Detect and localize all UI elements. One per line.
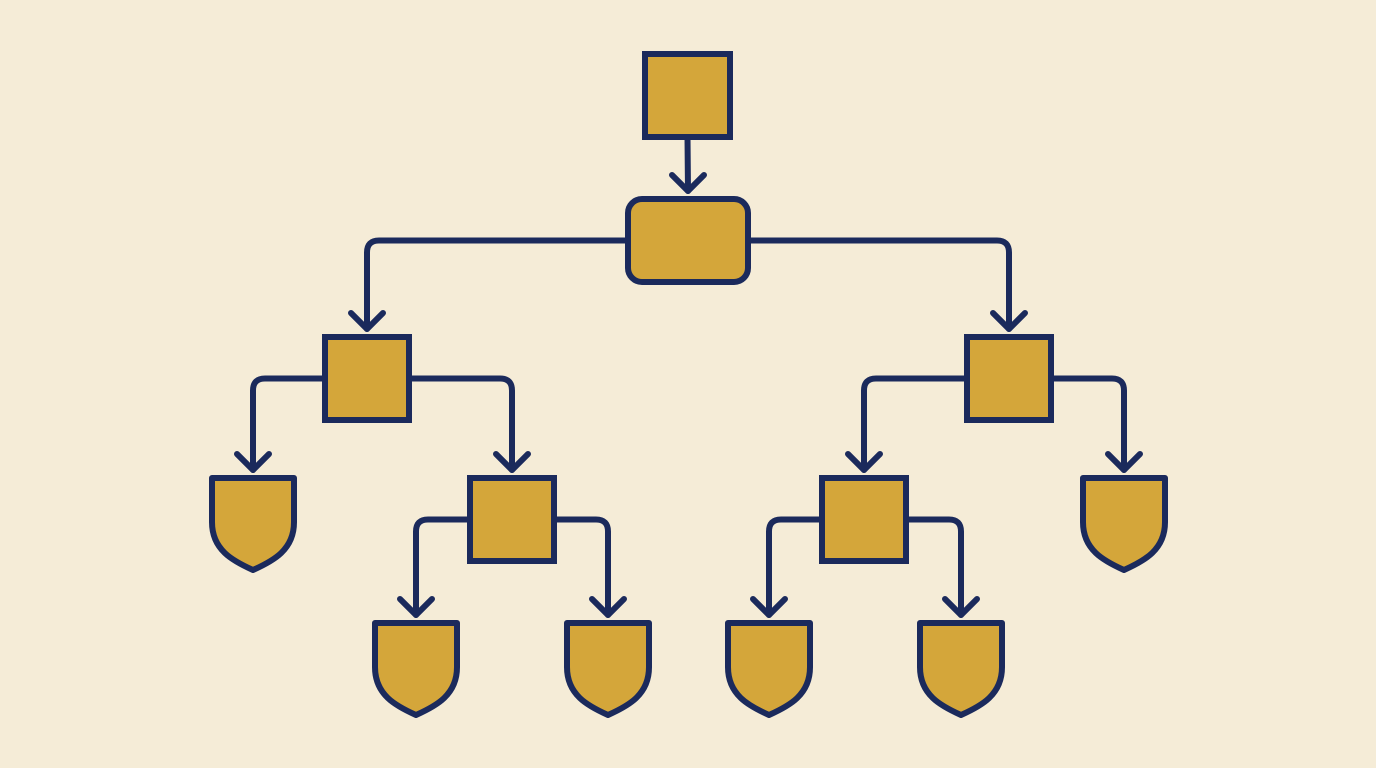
- square-node-right-branch: [964, 334, 1054, 423]
- shield-node-right-leaf-1: [1080, 475, 1168, 573]
- connector-line: [684, 134, 691, 194]
- arrowhead: [990, 310, 1028, 332]
- rounded-node-hub: [625, 196, 751, 285]
- shield-node-left-leaf-3: [564, 620, 652, 718]
- connector-line: [861, 375, 970, 473]
- connector-line: [413, 516, 473, 618]
- connector-layer: [234, 134, 1143, 618]
- arrowhead: [942, 596, 980, 618]
- arrowhead: [234, 451, 272, 473]
- square-node-root: [642, 51, 733, 140]
- node-layer: [209, 51, 1168, 718]
- square-node-left-branch: [322, 334, 412, 423]
- connector-line: [903, 516, 964, 618]
- square-node-right-sub-branch: [819, 475, 909, 564]
- arrowhead: [845, 451, 883, 473]
- connector-line: [1048, 375, 1127, 473]
- arrowhead: [589, 596, 627, 618]
- shield-node-left-leaf-1: [209, 475, 297, 573]
- connector-line: [250, 375, 328, 473]
- shield-node-right-leaf-3: [917, 620, 1005, 718]
- arrowhead: [348, 310, 386, 332]
- connector-line: [551, 516, 611, 618]
- arrowhead: [493, 451, 531, 473]
- shield-node-right-leaf-2: [725, 620, 813, 718]
- arrowhead: [397, 596, 435, 618]
- connector-line: [745, 237, 1012, 332]
- arrowhead: [669, 172, 707, 194]
- arrowhead: [1105, 451, 1143, 473]
- square-node-left-sub-branch: [467, 475, 557, 564]
- connector-line: [766, 516, 825, 618]
- connector-line: [364, 237, 631, 332]
- shield-node-left-leaf-2: [372, 620, 460, 718]
- arrowhead: [750, 596, 788, 618]
- connector-line: [406, 375, 515, 473]
